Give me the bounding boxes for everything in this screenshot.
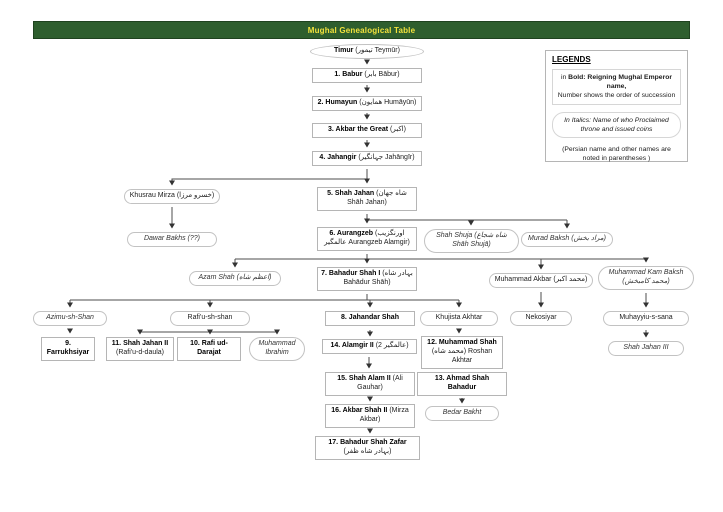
node-label: Rafi'u-sh-shan <box>187 314 233 321</box>
node-label-bold: 3. Akbar the Great <box>328 126 389 133</box>
node-label: (همایون Humāyūn) <box>357 99 417 106</box>
node-shah-shuja: Shah Shuja (شاه شجاع Shāh Shujā) <box>424 229 519 253</box>
node-dawar-bakhs: Dawar Bakhs (??) <box>127 232 217 247</box>
node-alamgir-2: 14. Alamgir II (عالمگیر 2) <box>322 339 417 354</box>
node-label: (محمد شاه) Roshan Akhtar <box>431 347 493 364</box>
node-akbar-shah-2: 16. Akbar Shah II (Mirza Akbar) <box>325 404 415 428</box>
node-muhammad-akbar: Muhammad Akbar (محمد اکبر) <box>489 273 593 288</box>
node-akbar-the-great: 3. Akbar the Great (اکبر) <box>312 123 422 138</box>
legend-bold-rule: in Bold: Reigning Mughal Emperor name, N… <box>552 69 681 105</box>
node-label: (بہادر شاه ظفر) <box>343 447 392 455</box>
node-label-bold: 7. Bahadur Shah I <box>321 270 381 277</box>
node-shah-jahan-2: 11. Shah Jahan II (Rafi'u-d-daula) <box>106 337 174 361</box>
node-label: (جہانگیر Jahāngīr) <box>356 154 415 161</box>
node-rafi-ud-darajat: 10. Rafi ud-Darajat <box>177 337 241 361</box>
node-bahadur-shah-1: 7. Bahadur Shah I (بہادر شاه Bahādur Shā… <box>317 267 417 291</box>
node-shah-jahan: 5. Shah Jahan (شاه جهان Shāh Jahan) <box>317 187 417 211</box>
node-label-bold: 1. Babur <box>334 71 363 78</box>
diagram-title: Mughal Genealogical Table <box>307 25 416 35</box>
node-label: (بہادر شاه Bahādur Shāh) <box>343 270 413 286</box>
legend-bold-rule-line1: in Bold: Reigning Mughal Emperor name, <box>555 73 678 91</box>
node-label: Khusrau Mirza (خسرو مرزا) <box>129 192 215 199</box>
node-jahandar-shah: 8. Jahandar Shah <box>325 311 415 326</box>
node-label: Muhayyiu-s-sana <box>619 314 673 321</box>
node-label-bold: 13. Ahmad Shah Bahadur <box>434 375 490 391</box>
node-label: Murad Baksh (مراد بخش) <box>528 235 606 242</box>
node-label: Muhammad Kam Baksh (محمد کامبخش) <box>608 269 684 285</box>
node-label-bold: 16. Akbar Shah II <box>331 407 388 414</box>
legend-bold-rule-line2: Number shows the order of succession <box>557 92 676 100</box>
node-khujista-akhtar: Khujista Akhtar <box>420 311 498 326</box>
node-muhammad-shah: 12. Muhammad Shah (محمد شاه) Roshan Akht… <box>421 336 503 369</box>
node-ahmad-shah-bahadur: 13. Ahmad Shah Bahadur <box>417 372 507 396</box>
node-label: Khujista Akhtar <box>435 314 483 321</box>
node-azimu-sh-shan: Azimu-sh-Shan <box>33 311 107 326</box>
node-label: Muhammad Akbar (محمد اکبر) <box>494 276 588 283</box>
node-label: Azimu-sh-Shan <box>46 314 94 321</box>
node-label-bold: 10. Rafi ud-Darajat <box>190 340 228 356</box>
node-muhammad-ibrahim: Muhammad Ibrahim <box>249 337 305 361</box>
node-murad-baksh: Murad Baksh (مراد بخش) <box>521 232 613 247</box>
legend-bold-rule-prefix: in <box>560 74 569 81</box>
node-label: Muhammad Ibrahim <box>258 340 296 356</box>
node-label-bold: 11. Shah Jahan II <box>111 340 169 347</box>
node-farrukhsiyar: 9. Farrukhsiyar <box>41 337 95 361</box>
node-label-bold: 15. Shah Alam II <box>337 375 391 382</box>
legend-heading: LEGENDS <box>552 55 591 64</box>
node-label: (عالمگیر 2) <box>373 342 409 349</box>
node-label-bold: 12. Muhammad Shah <box>427 339 497 346</box>
node-label: (شاه جهان Shāh Jahan) <box>347 190 407 206</box>
node-label: (بابر Bābur) <box>362 71 400 78</box>
node-aurangzeb: 6. Aurangzeb (اورنگزیب عالمگیر Aurangzeb… <box>317 227 417 251</box>
node-rafiu-sh-shan: Rafi'u-sh-shan <box>170 311 250 326</box>
node-shah-jahan-3: Shah Jahan III <box>608 341 684 356</box>
node-label-bold: 17. Bahadur Shah Zafar <box>328 439 407 446</box>
node-label: Nekosiyar <box>525 314 557 321</box>
legend-note: (Persian name and other names are noted … <box>562 145 671 163</box>
node-label: Bedar Bakht <box>442 409 482 416</box>
legend-panel: LEGENDS in Bold: Reigning Mughal Emperor… <box>545 50 688 162</box>
node-label: Shah Jahan III <box>623 344 669 351</box>
node-nekosiyar: Nekosiyar <box>510 311 572 326</box>
node-label: (اورنگزیب عالمگیر Aurangzeb Alamgir) <box>324 230 410 246</box>
node-label-bold: 8. Jahandar Shah <box>341 314 399 321</box>
node-label: Shah Shuja (شاه شجاع Shāh Shujā) <box>436 232 507 248</box>
node-label-bold: Timur <box>334 47 354 54</box>
node-label: (Rafi'u-d-daula) <box>115 348 165 356</box>
node-humayun: 2. Humayun (همایون Humāyūn) <box>312 96 422 111</box>
node-jahangir: 4. Jahangir (جہانگیر Jahāngīr) <box>312 151 422 166</box>
node-muhammad-kam-baksh: Muhammad Kam Baksh (محمد کامبخش) <box>598 266 694 290</box>
node-label: Azam Shah (اعظم شاه) <box>198 274 272 281</box>
node-label: (اکبر) <box>388 126 406 133</box>
legend-italic-rule: In Italics: Name of who Proclaimed thron… <box>552 111 681 138</box>
node-timur: Timur (تیمور Teymūr) <box>310 44 424 59</box>
diagram-title-bar: Mughal Genealogical Table <box>33 21 690 39</box>
node-label-bold: 5. Shah Jahan <box>327 190 375 197</box>
node-label: (Ali Gauhar) <box>357 375 403 391</box>
node-label-bold: 6. Aurangzeb <box>329 230 374 237</box>
node-label-bold: 9. Farrukhsiyar <box>46 340 90 356</box>
node-bahadur-shah-zafar: 17. Bahadur Shah Zafar (بہادر شاه ظفر) <box>315 436 420 460</box>
node-muhayyiu-s-sana: Muhayyiu-s-sana <box>603 311 689 326</box>
node-label-bold: 2. Humayun <box>317 99 358 106</box>
node-label: (تیمور Teymūr) <box>353 47 400 54</box>
node-label-bold: 4. Jahangir <box>319 154 357 161</box>
node-azam-shah: Azam Shah (اعظم شاه) <box>189 271 281 286</box>
node-khusrau-mirza: Khusrau Mirza (خسرو مرزا) <box>124 189 220 204</box>
legend-bold-rule-text: Bold: Reigning Mughal Emperor name, <box>568 74 673 91</box>
node-label: (Mirza Akbar) <box>359 407 409 423</box>
node-bedar-bakht: Bedar Bakht <box>425 406 499 421</box>
node-label-bold: 14. Alamgir II <box>330 342 374 349</box>
node-label: Dawar Bakhs (??) <box>143 235 201 242</box>
node-shah-alam-2: 15. Shah Alam II (Ali Gauhar) <box>325 372 415 396</box>
node-babur: 1. Babur (بابر Bābur) <box>312 68 422 83</box>
